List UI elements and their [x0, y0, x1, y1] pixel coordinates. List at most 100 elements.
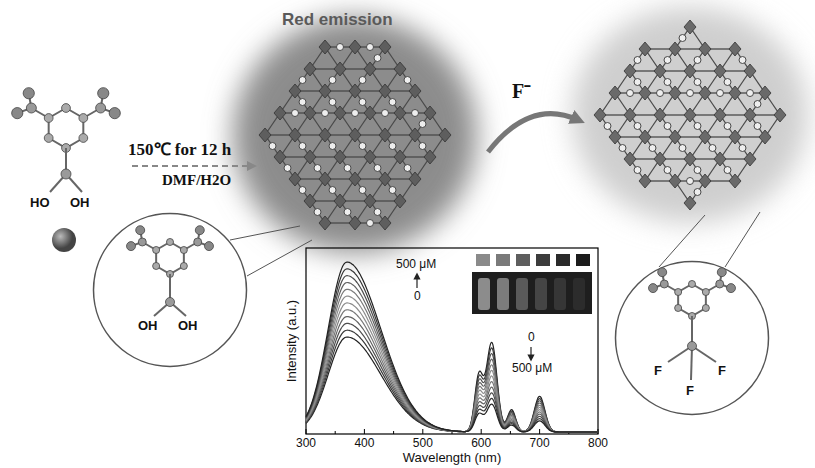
atom-label: F [654, 364, 662, 379]
atom [688, 280, 695, 287]
vial [554, 278, 566, 310]
linker-ring [634, 123, 641, 130]
metal-polyhedron [639, 174, 651, 188]
metal-polyhedron [319, 128, 331, 142]
atom [12, 108, 23, 119]
metal-polyhedron [394, 194, 406, 208]
atom [166, 298, 175, 307]
metal-polyhedron [364, 62, 376, 76]
metal-polyhedron [394, 62, 406, 76]
metal-polyhedron [334, 194, 346, 208]
bond [691, 346, 692, 380]
metal-polyhedron [699, 42, 711, 56]
linker-ring [739, 145, 746, 152]
metal-polyhedron [729, 86, 741, 100]
linker-ring [634, 167, 641, 174]
linker-ring [717, 90, 724, 97]
atom [717, 268, 726, 277]
linker-ring [374, 55, 381, 62]
atom [23, 88, 34, 99]
metal-polyhedron [729, 130, 741, 144]
circle-outline [616, 262, 769, 415]
mof-framework [594, 20, 786, 210]
metal-polyhedron [334, 106, 346, 120]
metal-polyhedron [624, 152, 636, 166]
atom [675, 288, 682, 295]
metal-polyhedron [289, 84, 301, 98]
leader-line [725, 212, 760, 267]
linker-ring [292, 110, 299, 117]
solvent-label: DMF/H2O [162, 172, 231, 189]
metal-polyhedron [274, 150, 286, 164]
linker-ring [367, 220, 374, 227]
metal-polyhedron [654, 64, 666, 78]
tick-label: 600 [471, 437, 491, 451]
linker-ring [299, 143, 306, 150]
tick-label: 800 [588, 437, 608, 451]
metal-polyhedron [729, 174, 741, 188]
linker-ring [314, 165, 321, 172]
metal-polyhedron [364, 150, 376, 164]
atom [109, 108, 120, 119]
metal-polyhedron [334, 62, 346, 76]
metal-polyhedron [289, 128, 301, 142]
axis-tick [481, 429, 482, 434]
metal-polyhedron [349, 216, 361, 230]
atom [649, 284, 658, 293]
metal-polyhedron [334, 150, 346, 164]
metal-polyhedron [699, 174, 711, 188]
atom-label: HO [30, 196, 50, 211]
metal-polyhedron [319, 172, 331, 186]
linker-ring [389, 99, 396, 106]
atom-label: OH [178, 319, 198, 334]
benzene-ring [156, 242, 184, 274]
axis-tick [422, 429, 423, 434]
atom-label: OH [70, 196, 90, 211]
linker-ring [389, 143, 396, 150]
linker-ring [344, 209, 351, 216]
metal-polyhedron [609, 130, 621, 144]
atom-label: OH [138, 319, 158, 334]
metal-polyhedron [349, 84, 361, 98]
linker-ring [314, 209, 321, 216]
metal-polyhedron [669, 130, 681, 144]
tick-label: 700 [530, 437, 550, 451]
metal-polyhedron [774, 108, 786, 122]
metal-polyhedron [409, 84, 421, 98]
metal-polyhedron [609, 86, 621, 100]
vial [478, 278, 490, 310]
linker-ring [352, 110, 359, 117]
atom [96, 103, 106, 113]
axis-tick [393, 431, 394, 434]
metal-polyhedron [684, 152, 696, 166]
atom [180, 262, 187, 269]
linker-ring [694, 167, 701, 174]
tick-label: 500 [413, 437, 433, 451]
zoom-circle: OH OH [92, 212, 248, 368]
linker-ring [344, 165, 351, 172]
metal-polyhedron [274, 106, 286, 120]
linker-ring [694, 57, 701, 64]
linker-ring [367, 44, 374, 51]
metal-polyhedron [304, 106, 316, 120]
trend-arrow [530, 347, 531, 358]
linker-ring [634, 57, 641, 64]
linker-ring [299, 77, 306, 84]
metal-polyhedron [684, 20, 696, 34]
metal-polyhedron [714, 152, 726, 166]
linker-ring [664, 57, 671, 64]
benzene-ring [49, 108, 84, 148]
emission-spectrum [306, 296, 598, 432]
metal-polyhedron [349, 172, 361, 186]
linker-ring [657, 90, 664, 97]
linker-ring [419, 121, 426, 128]
atom [136, 226, 145, 235]
metal-polyhedron [409, 172, 421, 186]
linker-ring [694, 123, 701, 130]
emission-glow [233, 17, 477, 253]
linker-ring [359, 143, 366, 150]
metal-polyhedron [699, 130, 711, 144]
linker-ring [739, 57, 746, 64]
linker-ring [634, 79, 641, 86]
emission-label: Red emission [282, 10, 393, 30]
